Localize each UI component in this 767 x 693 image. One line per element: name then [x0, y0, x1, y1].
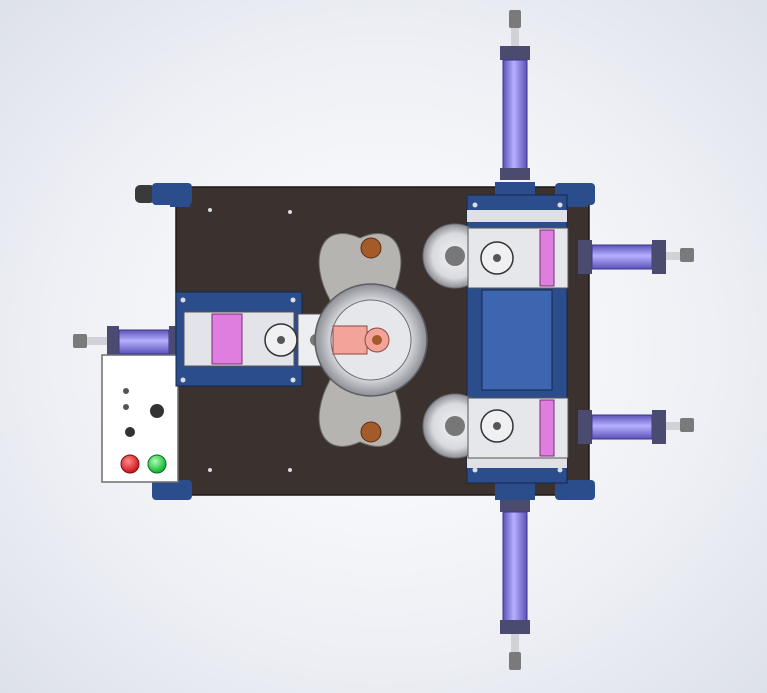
right-upper-cylinder [578, 240, 694, 274]
selector-switch-1[interactable] [123, 388, 129, 394]
bottom-cylinder [495, 478, 535, 670]
selector-switch-2[interactable] [150, 404, 164, 418]
left-cylinder [73, 326, 181, 356]
fastener-bolts [180, 202, 563, 473]
center-rotary-assembly [314, 233, 428, 447]
right-lower-roller-assembly [422, 393, 569, 459]
selector-switch-3[interactable] [125, 427, 135, 437]
top-cylinder [495, 10, 535, 204]
control-panel [101, 354, 179, 483]
right-upper-roller-assembly [422, 223, 569, 289]
right-lower-cylinder [578, 410, 694, 444]
start-button[interactable] [147, 454, 167, 474]
stop-button[interactable] [120, 454, 140, 474]
